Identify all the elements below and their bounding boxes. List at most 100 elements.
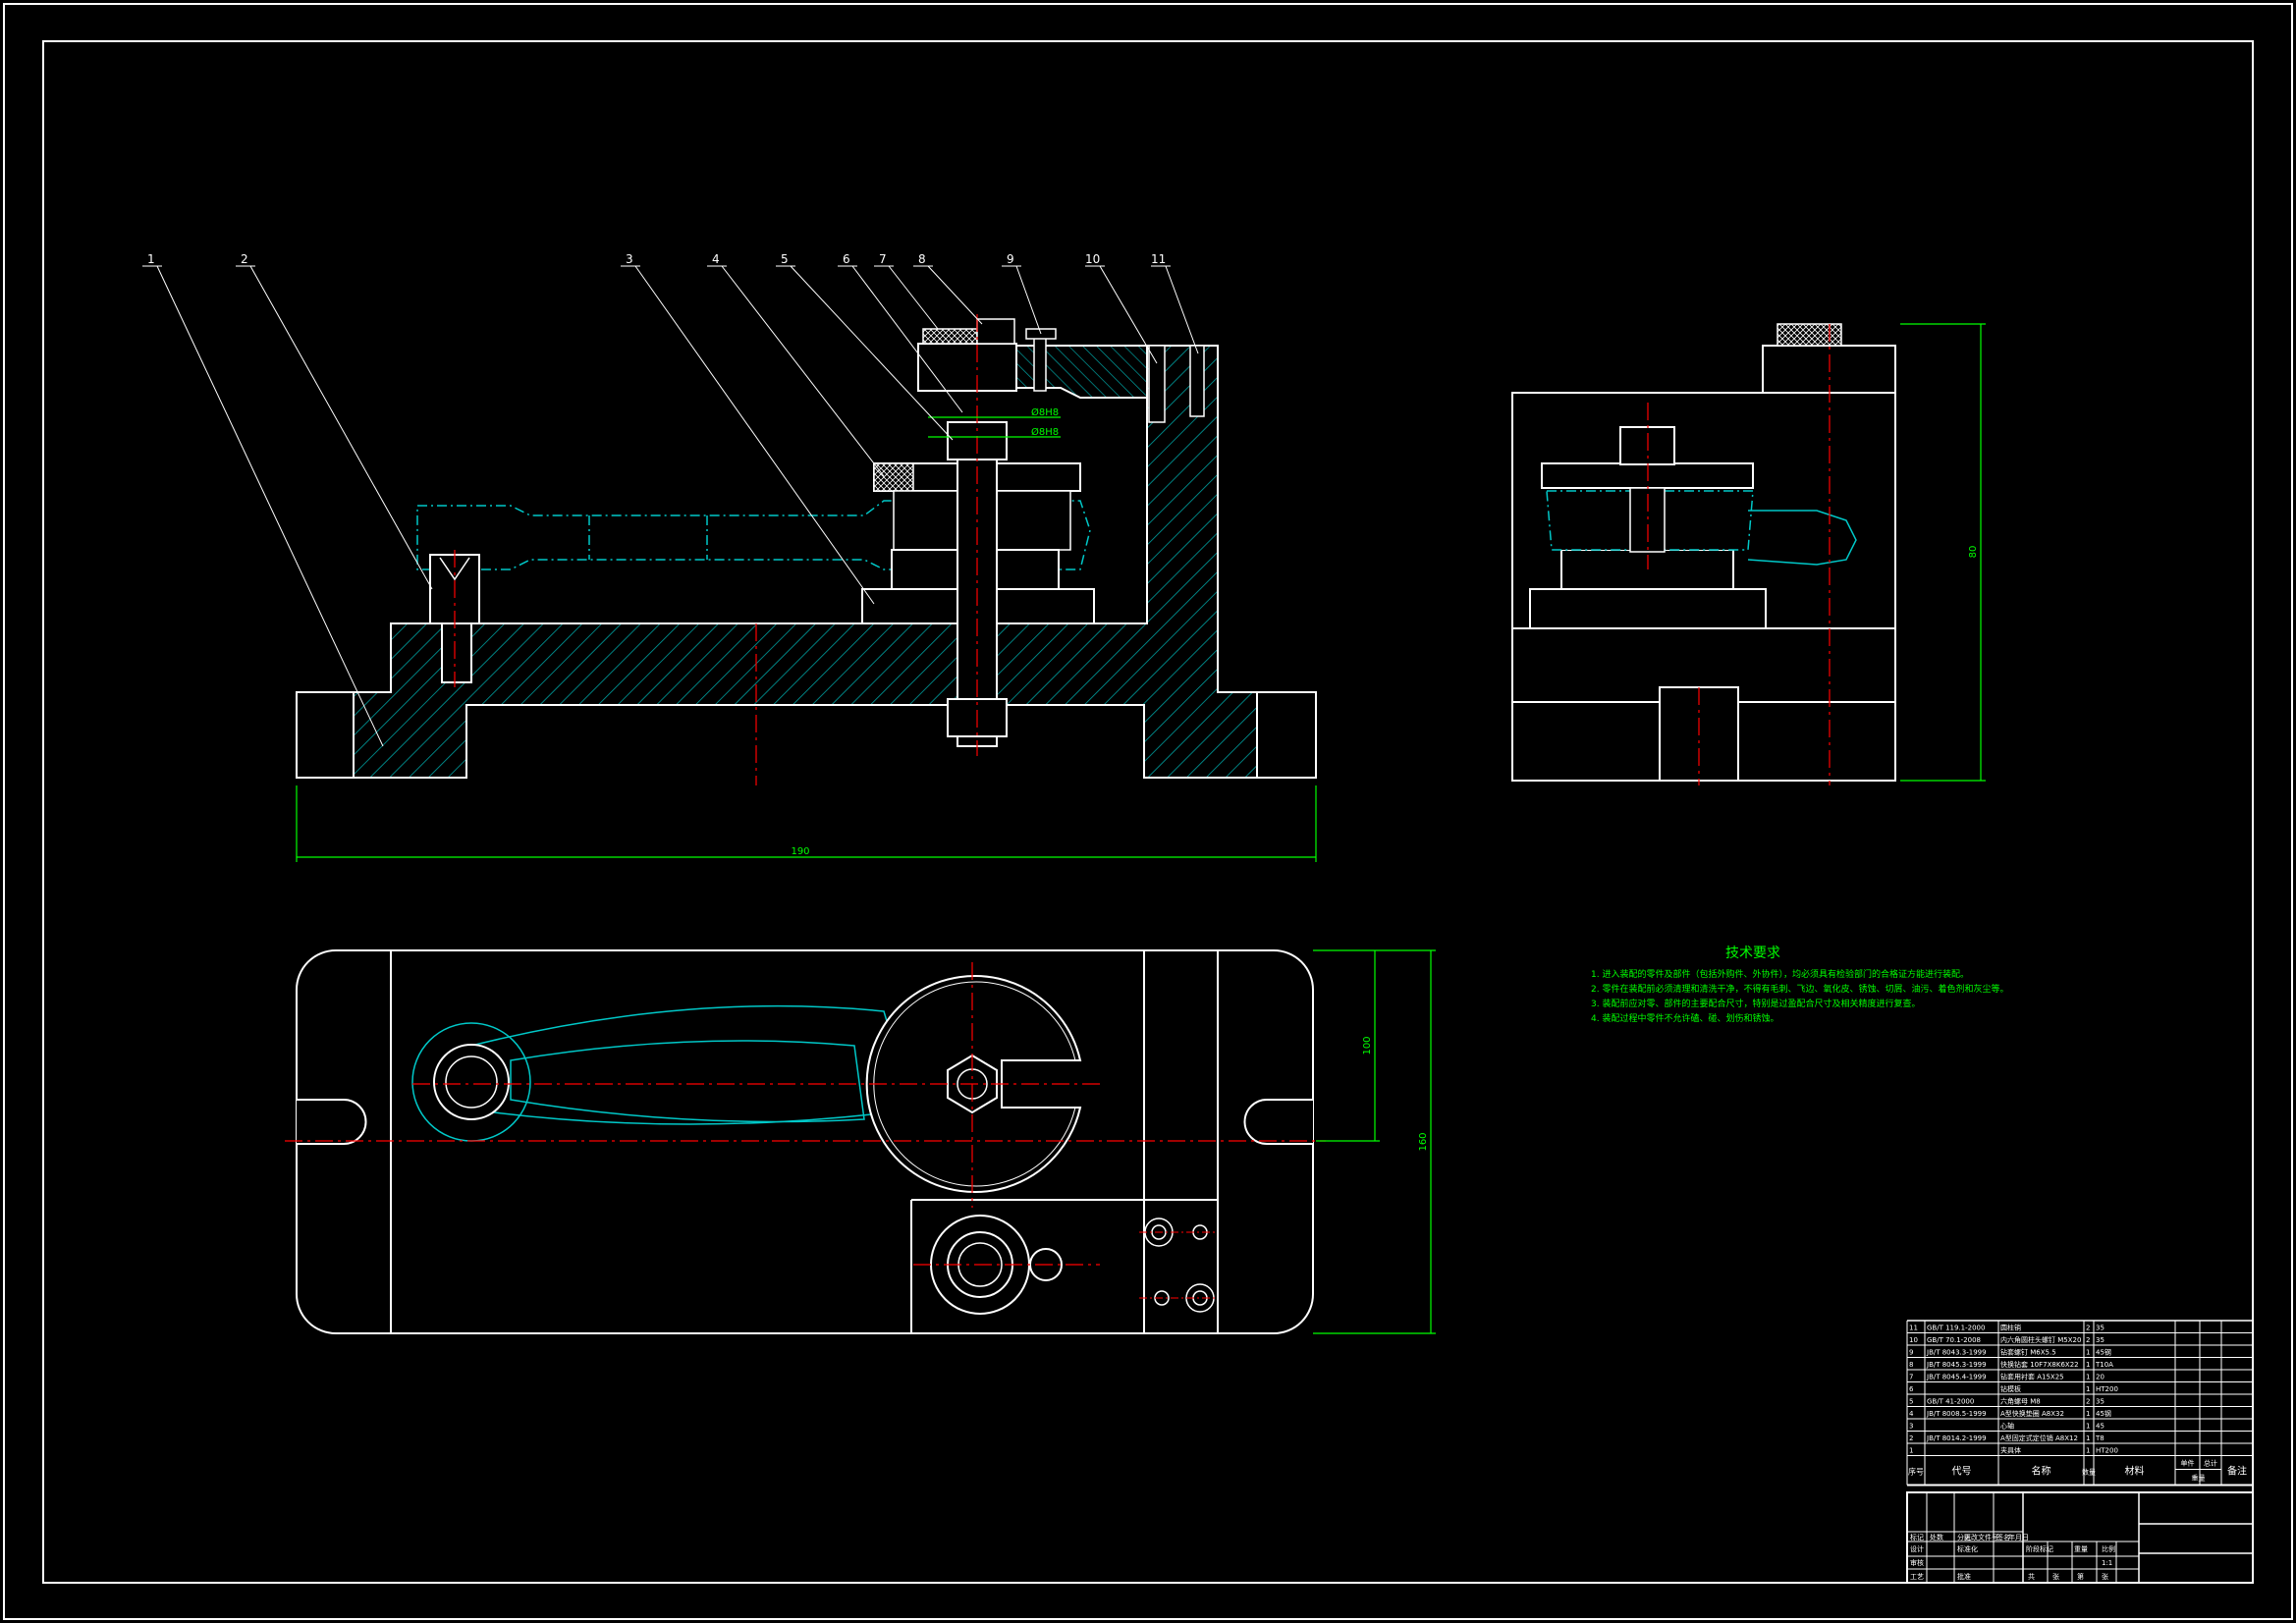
title-block-cell: 工艺 [1910,1573,1924,1581]
plan-view: 160 100 [285,949,1436,1334]
part-code: GB/T 70.1-2008 [1927,1336,1981,1344]
part-code: GB/T 41-2000 [1927,1398,1974,1406]
part-code: JB/T 8043.3-1999 [1926,1349,1987,1357]
title-block-cell: 重量 [2074,1545,2088,1553]
part-material: 45钢 [2096,1409,2111,1418]
cap-screw [1148,345,1166,423]
title-block-cell: 张 [2102,1572,2108,1581]
title-block-cell: 设计 [1910,1544,1924,1553]
balloon-6: 6 [843,252,850,266]
balloon-2: 2 [241,252,248,266]
title-block-cell: 处数 [1930,1533,1943,1542]
part-code: JB/T 8014.2-1999 [1926,1434,1987,1442]
tech-requirements: 技术要求 1. 进入装配的零件及部件（包括外购件、外协件），均必须具有检验部门的… [1591,946,2008,1024]
part-no: 3 [1909,1423,1913,1431]
balloon-5: 5 [781,252,789,266]
locating-pin-shank [441,622,472,683]
part-no: 11 [1909,1325,1918,1332]
fit-label-2: Ø8H8 [1031,426,1059,438]
part-name: 心轴 [2000,1422,2014,1431]
part-code: GB/T 119.1-2000 [1927,1325,1985,1332]
header-no: 序号 [1908,1467,1924,1477]
part-material: 35 [2096,1336,2105,1344]
balloon-7: 7 [879,252,887,266]
part-name: 圆柱销 [2000,1324,2021,1332]
header-note: 备注 [2227,1465,2247,1478]
part-no: 10 [1909,1336,1918,1344]
part-no: 4 [1909,1410,1914,1418]
title-block-cell: 张 [2052,1572,2059,1581]
header-material: 材料 [2125,1465,2145,1478]
balloon-9: 9 [1007,252,1014,266]
part-name: A型固定式定位销 A8X12 [2000,1434,2078,1442]
part-code: JB/T 8008.5-1999 [1926,1410,1987,1418]
tech-line-3: 3. 装配前应对零、部件的主要配合尺寸，特别是过盈配合尺寸及相关精度进行复查。 [1591,998,1920,1009]
part-no: 6 [1909,1385,1914,1393]
bushing-collar [976,318,1015,345]
part-material: 45 [2096,1423,2105,1431]
part-name: A型快换垫圈 A8X32 [2000,1409,2064,1418]
title-block-cell: 标记 [1910,1533,1924,1542]
inner-frame [42,40,2254,1584]
part-material: 45钢 [2096,1348,2111,1357]
header-code: 代号 [1952,1466,1972,1478]
side-view: 80 [1511,323,1986,785]
balloon-11: 11 [1151,252,1166,266]
tech-title: 技术要求 [1725,946,1780,961]
part-material: HT200 [2096,1447,2118,1455]
part-qty: 1 [2086,1385,2090,1393]
dim-plan-width: 100 [1362,1036,1373,1055]
part-qty: 1 [2086,1447,2090,1455]
part-qty: 2 [2086,1336,2090,1344]
part-qty: 1 [2086,1423,2090,1431]
tech-line-2: 2. 零件在装配前必须清理和清洗干净，不得有毛刺、飞边、氧化皮、锈蚀、切屑、油污… [1591,983,2008,995]
title-block-cell: 批准 [1957,1572,1971,1581]
c-washer-knurl [873,462,914,492]
title-block-cell: 年月日 [2008,1533,2029,1542]
bushing-screw [1033,336,1047,392]
header-total-weight: 总计 [2204,1459,2217,1468]
part-material: T10A [2095,1361,2113,1369]
part-no: 5 [1909,1398,1913,1406]
part-no: 2 [1909,1434,1913,1442]
bottom-nut [947,698,1008,737]
part-name: 钻套螺钉 M6X5.5 [2000,1348,2056,1357]
part-no: 8 [1909,1361,1913,1369]
dim-side-height: 80 [1968,546,1979,559]
part-qty: 2 [2086,1398,2090,1406]
title-block-cell: 1:1 [2102,1559,2112,1567]
bushing-knurl [922,328,978,345]
part-qty: 1 [2086,1434,2090,1442]
part-code: JB/T 8045.4-1999 [1926,1374,1987,1381]
part-material: 35 [2096,1325,2105,1332]
dim-base-length: 190 [791,846,809,857]
part-name: 六角螺母 M8 [2000,1397,2041,1406]
part-material: 20 [2096,1374,2105,1381]
drill-bushing [917,343,1017,392]
part-name: 快换钻套 10F7X8K6X22 [2000,1360,2079,1369]
title-block-cell: 第 [2077,1572,2084,1581]
dim-plan-height: 160 [1418,1132,1429,1151]
title-block-cell: 签名 [1996,1533,2010,1542]
part-name: 钻模板 [2000,1384,2021,1393]
balloon-8: 8 [918,252,926,266]
balloon-3: 3 [626,252,633,266]
right-lug [1256,691,1317,779]
title-block-cell: 审核 [1910,1558,1924,1567]
balloon-4: 4 [712,252,720,266]
title-block-cell: 共 [2028,1572,2035,1581]
part-material: T8 [2095,1434,2105,1442]
front-section-view: Ø8H8 Ø8H8 190 [296,314,1317,862]
part-name: 钻套用衬套 A15X25 [2000,1373,2064,1381]
part-name: 内六角圆柱头螺钉 M5X20 [2000,1335,2081,1344]
part-material: 35 [2096,1398,2105,1406]
part-qty: 1 [2086,1349,2090,1357]
balloons: 1 2 3 4 5 6 7 8 9 10 11 [142,252,1199,747]
title-block-cell: 标准化 [1957,1544,1978,1553]
part-code: JB/T 8045.3-1999 [1926,1361,1987,1369]
balloon-10: 10 [1085,252,1100,266]
header-name: 名称 [2032,1465,2051,1478]
